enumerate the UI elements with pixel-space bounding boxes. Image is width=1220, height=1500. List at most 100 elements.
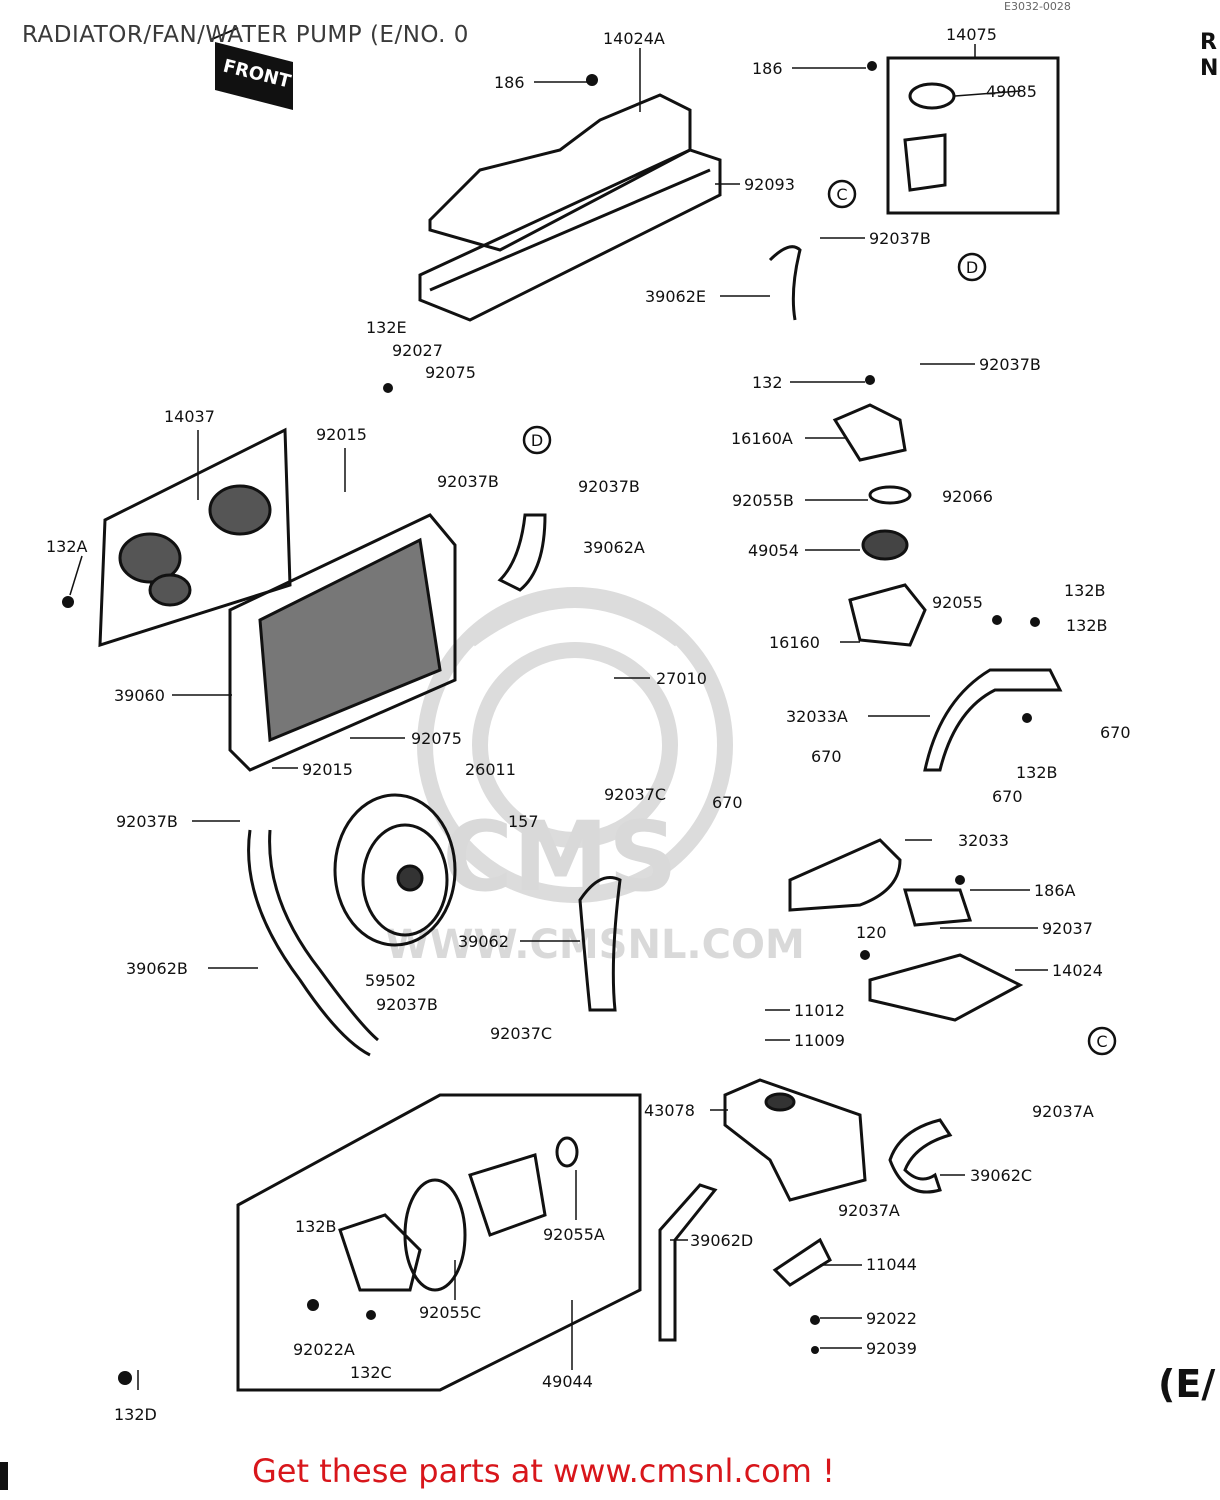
circle-ref-d-2: D xyxy=(522,425,552,455)
part-label: 132E xyxy=(366,318,407,337)
circle-refs: C D D C xyxy=(522,179,1117,1056)
part-label: 92039 xyxy=(866,1339,917,1358)
hoses xyxy=(247,245,1063,1342)
part-label: 11044 xyxy=(866,1255,917,1274)
overflow-tank-43078 xyxy=(723,888,1024,1287)
part-label: 120 xyxy=(856,923,887,942)
part-label: 39062A xyxy=(583,538,645,557)
part-label: 26011 xyxy=(465,760,516,779)
part-label: 670 xyxy=(992,787,1023,806)
page-title: RADIATOR/FAN/WATER PUMP (E/NO. 0 xyxy=(22,22,469,48)
part-label: 32033A xyxy=(786,707,848,726)
part-label: 92037C xyxy=(490,1024,552,1043)
part-label: 92027 xyxy=(392,341,443,360)
part-label: 92037A xyxy=(1032,1102,1094,1121)
part-label: 92037B xyxy=(979,355,1041,374)
part-label: 92055C xyxy=(419,1303,481,1322)
watermark-brand: CMS xyxy=(442,801,677,913)
svg-text:D: D xyxy=(966,258,978,277)
part-label: 92093 xyxy=(744,175,795,194)
front-tag: FRONT xyxy=(209,27,293,110)
part-label: 186 xyxy=(752,59,783,78)
part-label: 92037A xyxy=(838,1201,900,1220)
svg-text:C: C xyxy=(1096,1032,1107,1051)
circle-ref-c-2: C xyxy=(1087,1026,1117,1056)
part-label: 27010 xyxy=(656,669,707,688)
cut-label-corner: (E/ xyxy=(1158,1362,1216,1406)
part-label: 92022A xyxy=(293,1340,355,1359)
fan-59502 xyxy=(333,793,457,947)
part-labels: 14024A 186 186 14075 49085 92093 92037B … xyxy=(46,25,1131,1424)
part-label: 132D xyxy=(114,1405,157,1424)
svg-text:C: C xyxy=(836,185,847,204)
water-pump-49044-box xyxy=(236,1093,642,1392)
part-label: 43078 xyxy=(644,1101,695,1120)
part-label: 92015 xyxy=(316,425,367,444)
part-label: 16160A xyxy=(731,429,793,448)
part-label: 670 xyxy=(811,747,842,766)
part-label: 14024A xyxy=(603,29,665,48)
part-label: 186A xyxy=(1034,881,1076,900)
part-label: 14075 xyxy=(946,25,997,44)
part-label: 92022 xyxy=(866,1309,917,1328)
part-label: 14024 xyxy=(1052,961,1103,980)
part-label: 49085 xyxy=(986,82,1037,101)
part-label: 39060 xyxy=(114,686,165,705)
fasteners xyxy=(62,61,1040,1385)
part-label: 92055A xyxy=(543,1225,605,1244)
part-label: 49044 xyxy=(542,1372,593,1391)
part-label: 186 xyxy=(494,73,525,92)
part-label: 157 xyxy=(508,812,539,831)
part-label: 59502 xyxy=(365,971,416,990)
part-label: 92055 xyxy=(932,593,983,612)
part-label: 39062D xyxy=(690,1231,753,1250)
part-label: 92075 xyxy=(425,363,476,382)
part-label: 49054 xyxy=(748,541,799,560)
part-label: 92066 xyxy=(942,487,993,506)
leader-lines xyxy=(69,44,1048,1390)
part-label: 92055B xyxy=(732,491,794,510)
part-label: 92075 xyxy=(411,729,462,748)
watermark-url: WWW.CMSNL.COM xyxy=(385,922,805,968)
thermostat-housing xyxy=(832,403,927,647)
circle-ref-d-1: D xyxy=(957,252,987,282)
part-label: 39062B xyxy=(126,959,188,978)
drawing-code: E3032-0028 xyxy=(1004,0,1071,13)
part-label: 11009 xyxy=(794,1031,845,1050)
part-label: 670 xyxy=(1100,723,1131,742)
part-label: 92037C xyxy=(604,785,666,804)
part-label: 92037B xyxy=(869,229,931,248)
radiator-39060 xyxy=(228,513,457,772)
circle-ref-c-1: C xyxy=(827,179,857,209)
edge-marker xyxy=(0,1462,8,1490)
part-label: 39062C xyxy=(970,1166,1032,1185)
part-label: 39062E xyxy=(645,287,706,306)
part-label: 11012 xyxy=(794,1001,845,1020)
part-label: 92037B xyxy=(376,995,438,1014)
part-label: 32033 xyxy=(958,831,1009,850)
tank-box-14075 xyxy=(886,56,1060,215)
part-label: 92037B xyxy=(578,477,640,496)
watermark-logo xyxy=(417,587,733,903)
part-label: 132B xyxy=(295,1217,337,1236)
part-label: 132B xyxy=(1016,763,1058,782)
part-label: 92037B xyxy=(116,812,178,831)
part-label: 670 xyxy=(712,793,743,812)
part-label: 132 xyxy=(752,373,783,392)
svg-text:D: D xyxy=(531,431,543,450)
part-label: 92037B xyxy=(437,472,499,491)
part-label: 16160 xyxy=(769,633,820,652)
promo-link[interactable]: Get these parts at www.cmsnl.com ! xyxy=(252,1452,835,1490)
shroud-14024a xyxy=(418,93,722,322)
part-label: 92015 xyxy=(302,760,353,779)
part-label: 39062 xyxy=(458,932,509,951)
part-label: 132B xyxy=(1066,616,1108,635)
part-label: 132A xyxy=(46,537,88,556)
cut-label-n: N xyxy=(1200,56,1219,81)
grille-14037 xyxy=(98,427,292,648)
part-label: 92037 xyxy=(1042,919,1093,938)
cut-label-r: R xyxy=(1200,30,1217,55)
part-label: 132B xyxy=(1064,581,1106,600)
part-label: 14037 xyxy=(164,407,215,426)
